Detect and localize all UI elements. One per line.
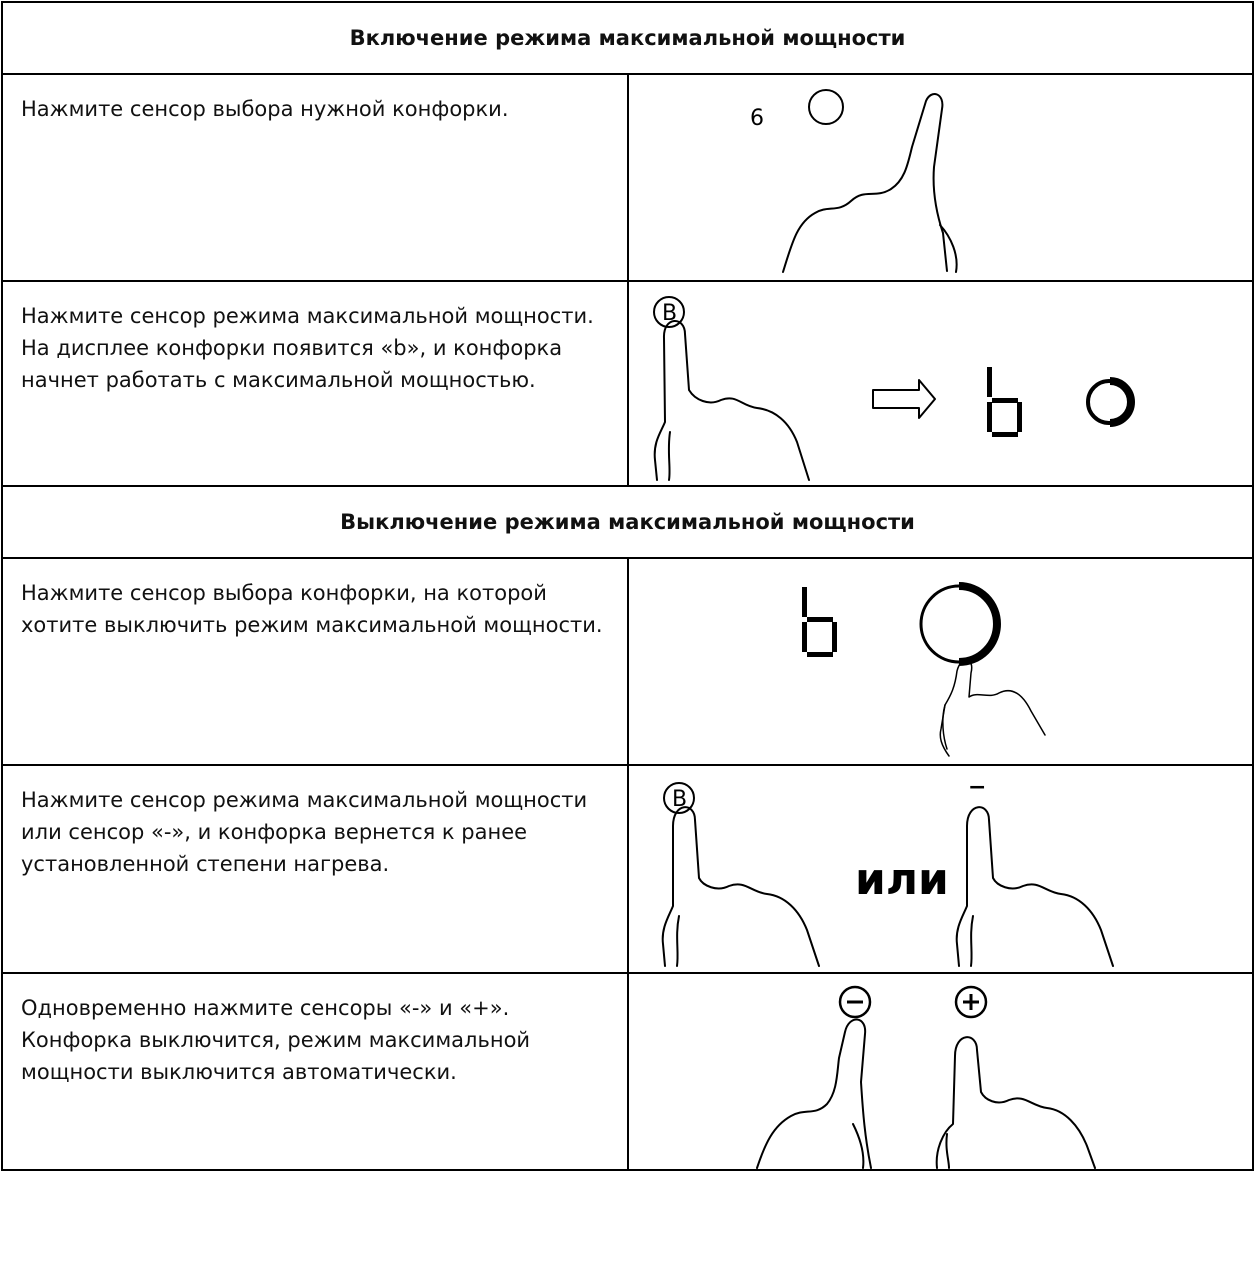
step-line: Нажмите сенсор режима максимальной мощно… xyxy=(21,788,588,812)
step-line: Нажмите сенсор выбора конфорки, на котор… xyxy=(21,581,547,605)
step-illustration: 6 xyxy=(626,73,1254,282)
step-line: или сенсор «-», и конфорка вернется к ра… xyxy=(21,820,528,844)
boost-button-icon xyxy=(652,296,685,328)
step-text: Одновременно нажмите сенсоры «-» и «+». … xyxy=(1,972,629,1171)
step-illustration: B xyxy=(626,280,1254,487)
step-text: Нажмите сенсор выбора конфорки, на котор… xyxy=(1,557,629,766)
finger-press-icon: B или − xyxy=(661,775,1114,967)
svg-text:B: B xyxy=(662,301,677,326)
section-heading-off: Выключение режима максимальной мощности xyxy=(1,485,1254,559)
finger-press-icon: B xyxy=(652,296,1135,481)
step-line: начнет работать с максимальной мощностью… xyxy=(21,368,536,392)
step-line: На дисплее конфорки появится «b», и конф… xyxy=(21,336,563,360)
section-heading-on: Включение режима максимальной мощности xyxy=(1,1,1254,75)
seven-seg-b-icon xyxy=(986,367,1022,437)
level-digit: 6 xyxy=(750,106,764,131)
zone-ring-icon xyxy=(807,89,844,125)
finger-press-icon xyxy=(801,582,1046,757)
step-text: Нажмите сенсор режима максимальной мощно… xyxy=(1,280,629,487)
step-text: Нажмите сенсор режима максимальной мощно… xyxy=(1,764,629,974)
minus-button-icon xyxy=(838,985,871,1019)
or-label: или xyxy=(855,854,949,905)
arrow-right-icon xyxy=(871,379,936,419)
step-illustration: B или − xyxy=(626,764,1254,974)
step-illustration xyxy=(626,557,1254,766)
finger-press-icon xyxy=(755,985,1096,1169)
step-line: Нажмите сенсор выбора нужной конфорки. xyxy=(21,97,509,121)
instruction-table: Включение режима максимальной мощности Н… xyxy=(1,1,1254,1171)
seven-seg-b-icon xyxy=(801,587,837,657)
step-line: хотите выключить режим максимальной мощн… xyxy=(21,613,603,637)
svg-text:B: B xyxy=(672,787,687,812)
finger-press-icon: 6 xyxy=(750,89,958,273)
step-line: Конфорка выключится, режим максимальной xyxy=(21,1028,531,1052)
step-line: мощности выключится автоматически. xyxy=(21,1060,457,1084)
step-line: установленной степени нагрева. xyxy=(21,852,390,876)
step-line: Одновременно нажмите сенсоры «-» и «+». xyxy=(21,996,510,1020)
step-text: Нажмите сенсор выбора нужной конфорки. xyxy=(1,73,629,282)
step-illustration xyxy=(626,972,1254,1171)
step-line: Нажмите сенсор режима максимальной мощно… xyxy=(21,304,594,328)
boost-button-icon xyxy=(662,782,695,814)
plus-button-icon xyxy=(954,985,987,1019)
minus-key: − xyxy=(968,775,986,800)
